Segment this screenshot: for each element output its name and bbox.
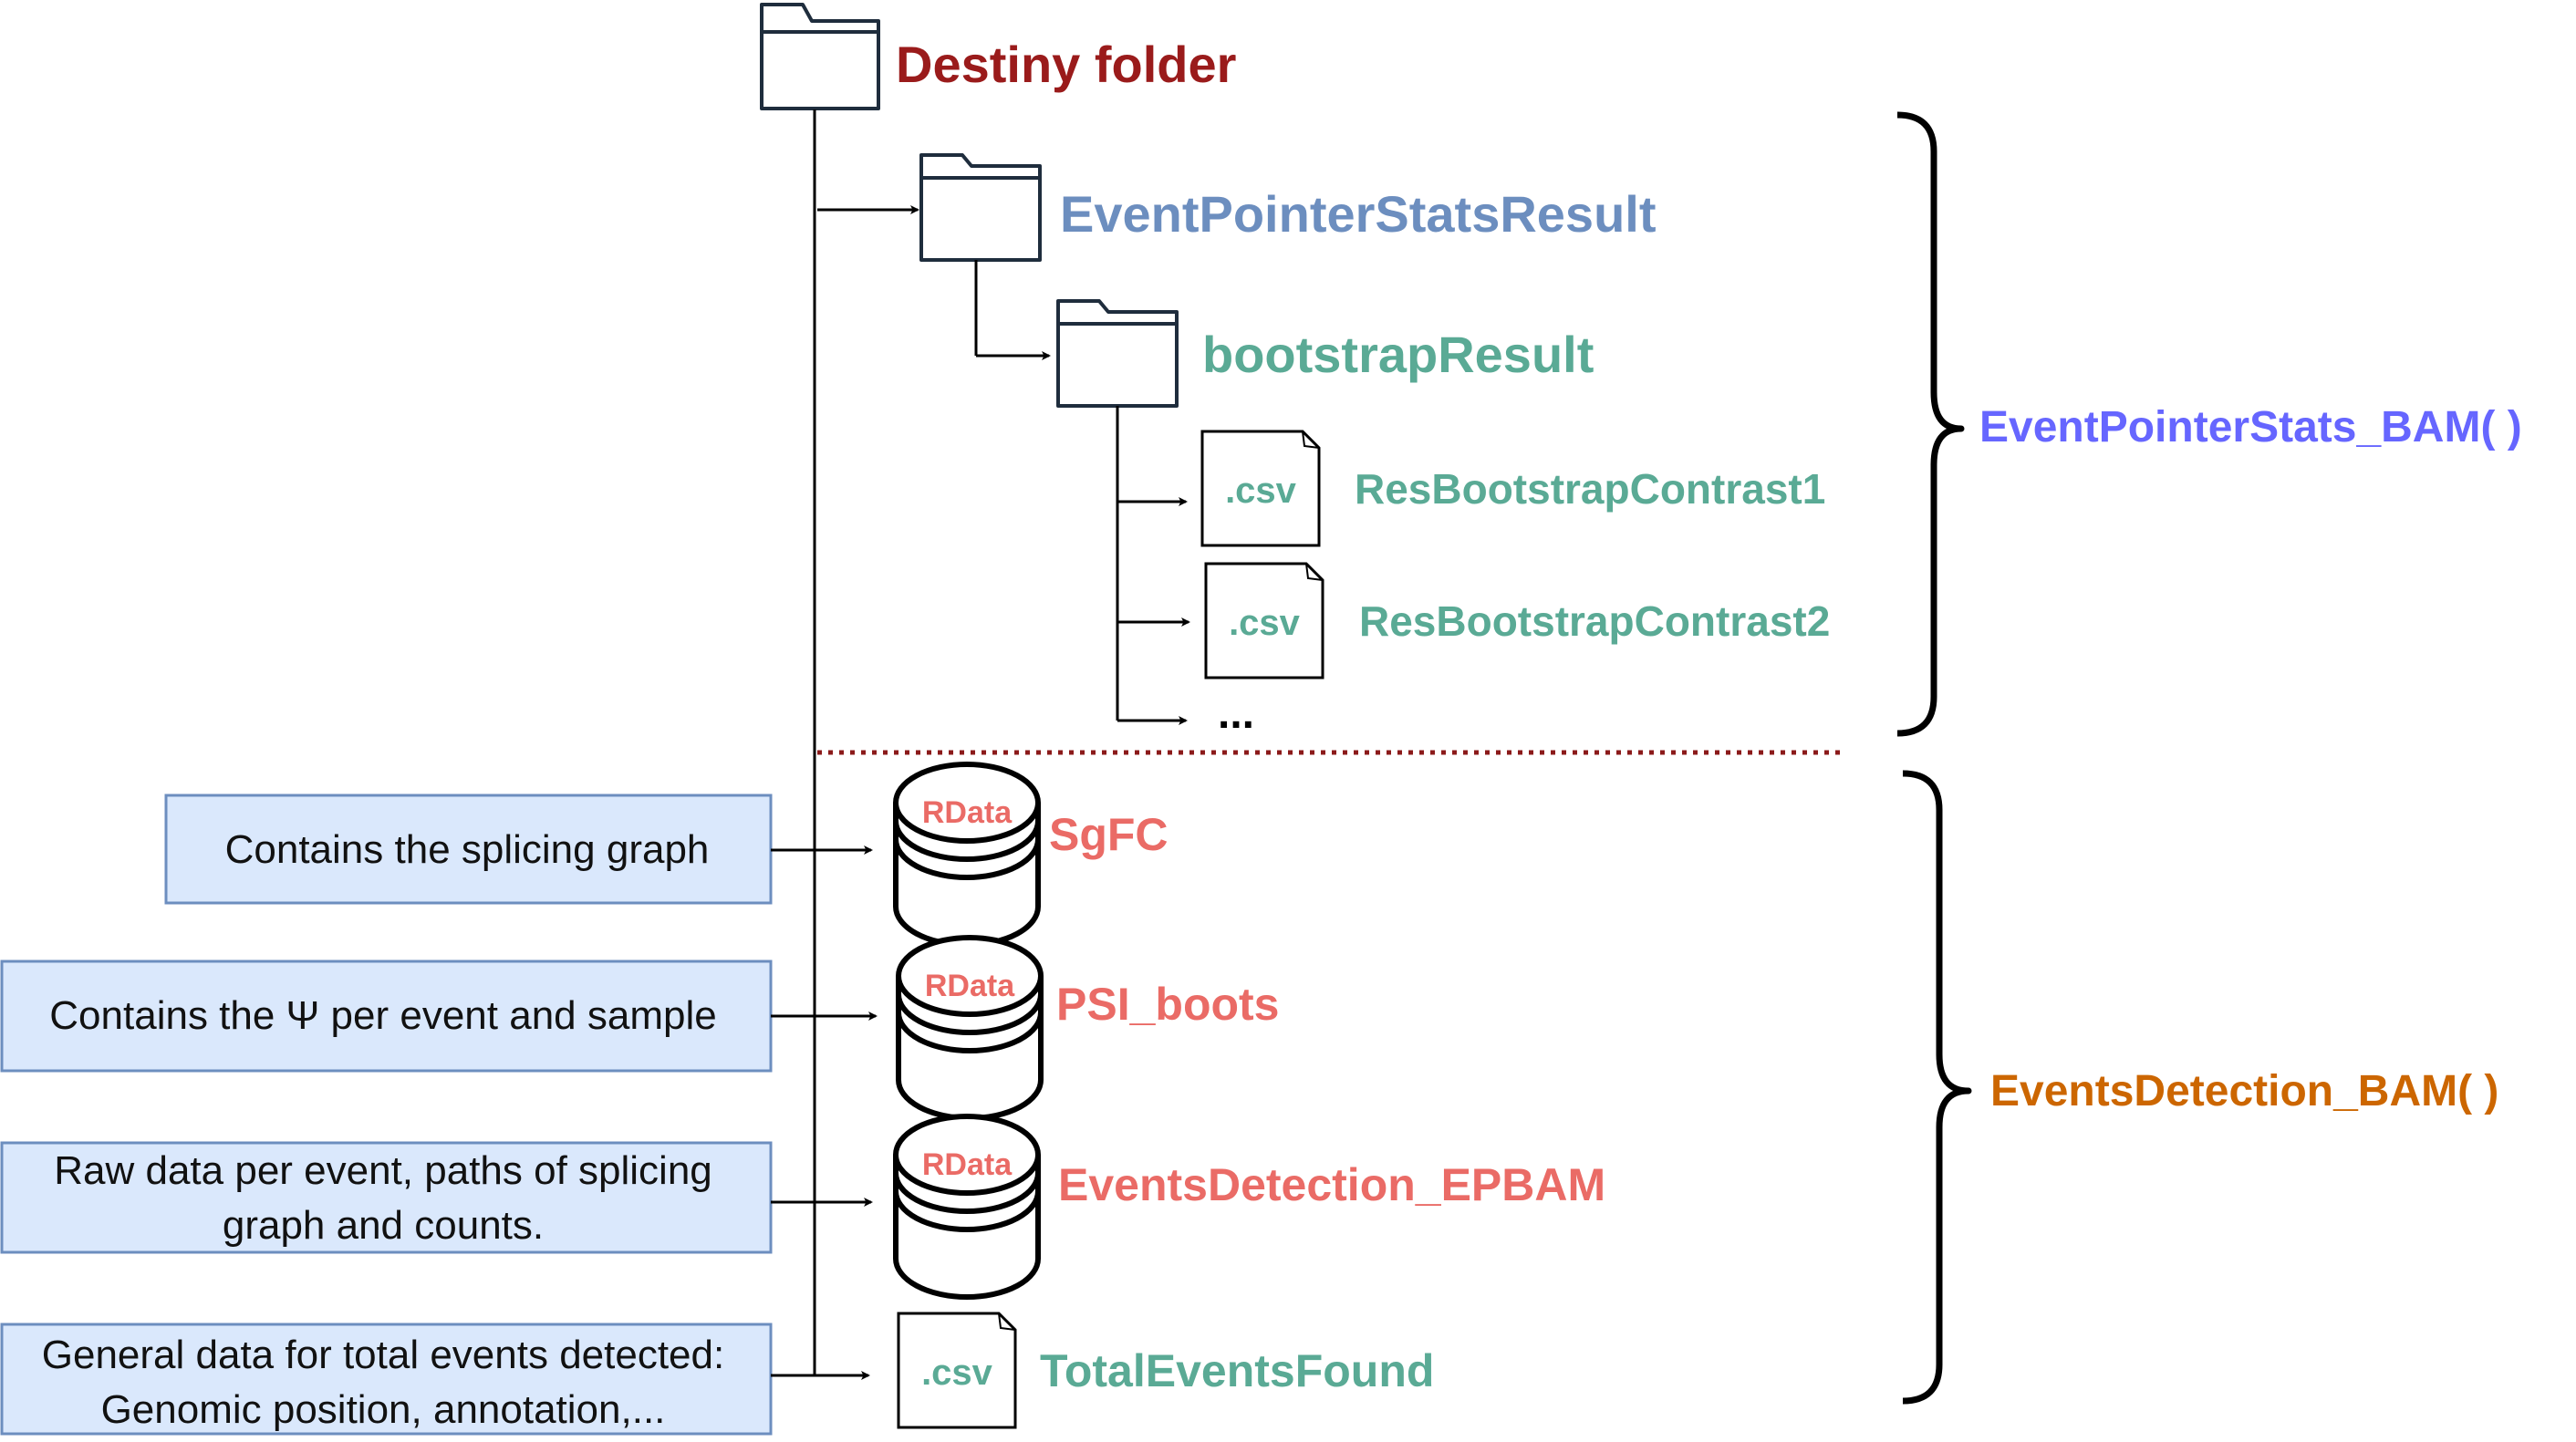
detection-function-label: EventsDetection_BAM( ) (1990, 1067, 2498, 1115)
folder-icon (919, 153, 1042, 262)
folder-icon (760, 3, 880, 110)
rdata-ext-label: RData (922, 795, 1013, 830)
csv-file-icon: .csv (1204, 562, 1324, 680)
csv-file-icon: .csv (1200, 430, 1321, 547)
note-sgfc: Contains the splicing graph (164, 794, 815, 905)
tree-arrows (815, 205, 1190, 1380)
curly-brace-icon (1902, 770, 1972, 1405)
more-files-ellipsis: ... (1218, 690, 1254, 738)
bootstrap-folder-label: bootstrapResult (1202, 326, 1594, 383)
note-general-line-1: General data for total events detected: (42, 1333, 724, 1377)
stats-function-label: EventPointerStats_BAM( ) (1979, 403, 2522, 451)
curly-brace-icon (1896, 111, 1965, 737)
rdata-database-icon: RData (893, 1114, 1041, 1300)
csv-file-icon: .csv (897, 1312, 1017, 1429)
csv-ext-label: .csv (1225, 471, 1297, 511)
rdata-database-icon: RData (893, 762, 1041, 948)
note-raw-data: Raw data per event, paths of splicing gr… (0, 1141, 815, 1254)
note-sgfc-line-1: Contains the splicing graph (225, 827, 710, 872)
events-detection-file-label: EventsDetection_EPBAM (1058, 1159, 1605, 1210)
csv-ext-label: .csv (921, 1353, 993, 1393)
contrast1-file-label: ResBootstrapContrast1 (1355, 465, 1825, 513)
note-general-line-2: Genomic position, annotation,... (101, 1387, 666, 1432)
sgfc-file-label: SgFC (1049, 809, 1169, 860)
note-psi: Contains the Ψ per event and sample (0, 960, 815, 1073)
rdata-database-icon: RData (896, 935, 1044, 1121)
note-raw-line-2: graph and counts. (223, 1203, 544, 1248)
total-events-file-label: TotalEventsFound (1040, 1345, 1434, 1396)
tree-connectors (813, 109, 1119, 1375)
csv-ext-label: .csv (1229, 603, 1301, 643)
note-psi-line-1: Contains the Ψ per event and sample (49, 993, 716, 1038)
note-raw-line-1: Raw data per event, paths of splicing (54, 1148, 712, 1193)
psi-boots-file-label: PSI_boots (1056, 979, 1279, 1030)
destiny-folder-label: Destiny folder (896, 36, 1236, 93)
folder-icon (1056, 299, 1179, 408)
note-general-data: General data for total events detected: … (0, 1323, 815, 1436)
rdata-ext-label: RData (922, 1147, 1013, 1182)
contrast2-file-label: ResBootstrapContrast2 (1359, 597, 1830, 645)
stats-result-folder-label: EventPointerStatsResult (1060, 185, 1657, 243)
rdata-ext-label: RData (925, 969, 1015, 1003)
